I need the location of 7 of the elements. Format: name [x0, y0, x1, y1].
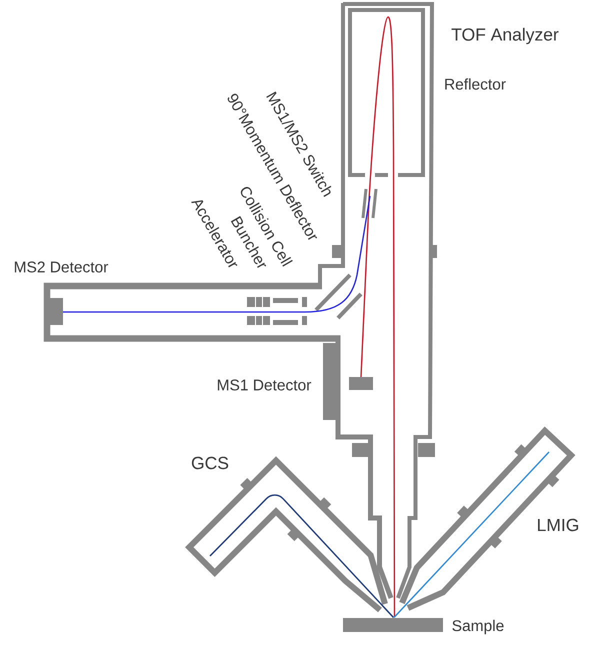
part-label: MS2 Detector — [14, 262, 108, 272]
part-label: MS1 Detector — [218, 380, 312, 390]
part-label: Reflector — [445, 78, 506, 90]
part-label: Sample — [452, 620, 504, 634]
part-label: TOF Analyzer — [452, 28, 558, 44]
part-label: LMIG — [538, 518, 578, 532]
part-label: GCS — [192, 456, 228, 470]
